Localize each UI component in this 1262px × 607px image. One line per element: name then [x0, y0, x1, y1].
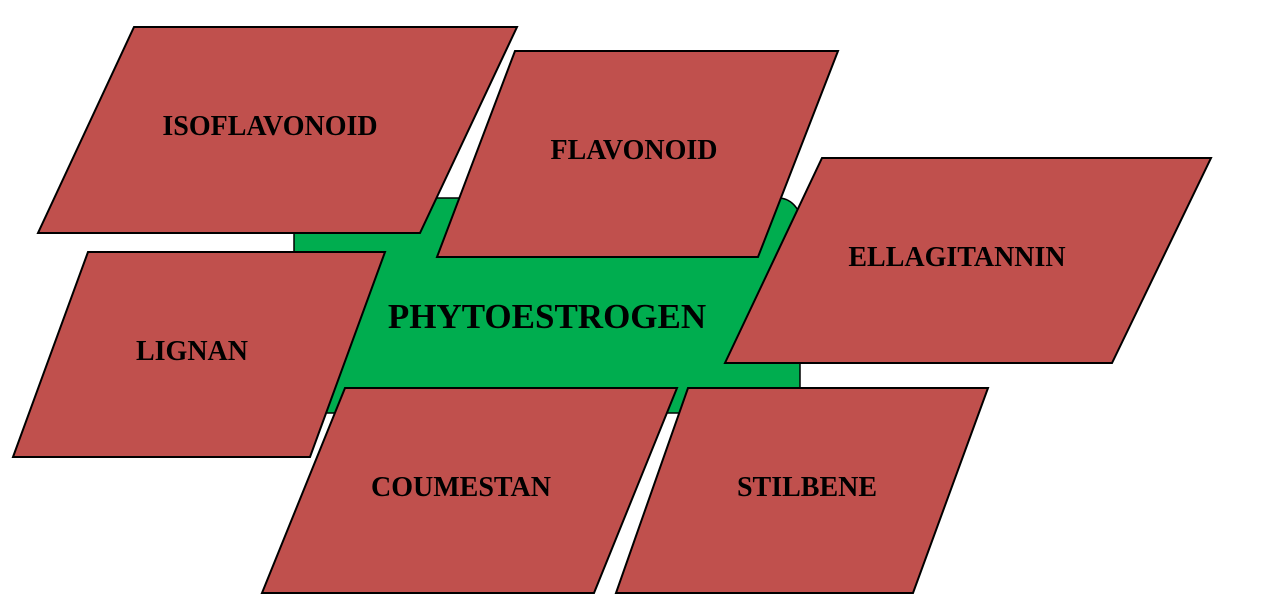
node-label: FLAVONOID — [551, 135, 718, 166]
node-ellagitannin: ELLAGITANNIN — [723, 157, 1213, 364]
node-flavonoid: FLAVONOID — [435, 50, 840, 258]
node-stilbene: STILBENE — [614, 387, 990, 594]
node-shape — [723, 157, 1213, 364]
node-label: ISOFLAVONOID — [162, 111, 377, 142]
node-label: LIGNAN — [136, 336, 248, 367]
node-label: ELLAGITANNIN — [848, 242, 1065, 273]
node-coumestan: COUMESTAN — [260, 387, 679, 594]
node-shape — [11, 251, 387, 458]
node-shape — [435, 50, 840, 258]
node-lignan: LIGNAN — [11, 251, 387, 458]
node-label: STILBENE — [737, 472, 877, 503]
node-isoflavonoid: ISOFLAVONOID — [36, 26, 519, 234]
node-shape — [260, 387, 679, 594]
node-shape — [36, 26, 519, 234]
node-label: COUMESTAN — [371, 472, 551, 503]
node-shape — [614, 387, 990, 594]
center-label: PHYTOESTROGEN — [388, 297, 706, 336]
